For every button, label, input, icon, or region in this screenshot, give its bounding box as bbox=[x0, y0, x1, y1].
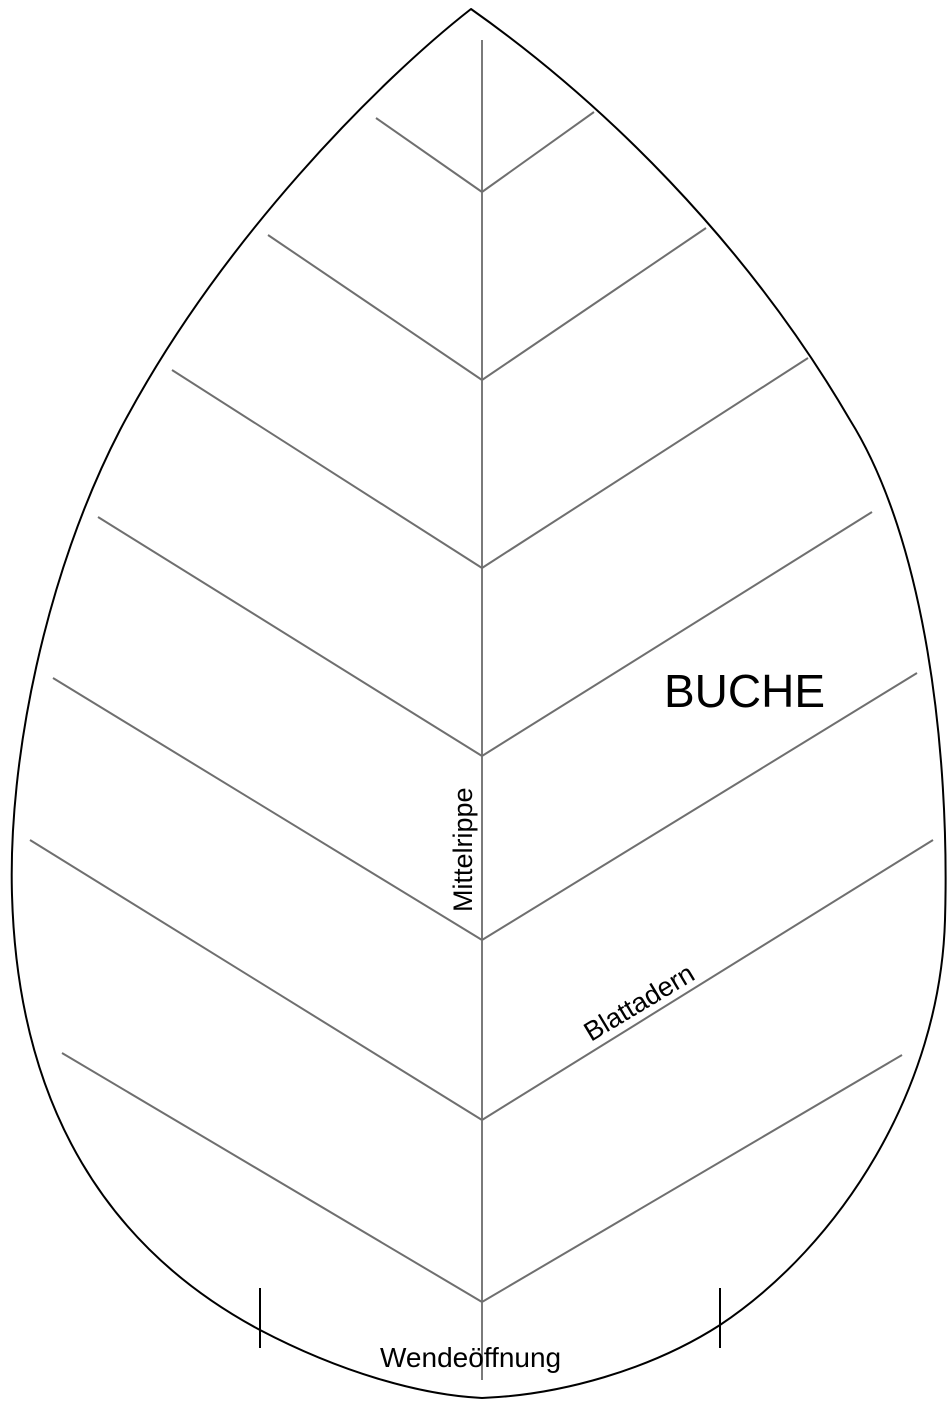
vein-left-2 bbox=[268, 235, 482, 380]
vein-left-6 bbox=[30, 840, 482, 1120]
leaf-name-label: BUCHE bbox=[664, 665, 825, 717]
vein-left-3 bbox=[172, 370, 482, 568]
vein-left-7 bbox=[62, 1053, 482, 1302]
vein-right-3 bbox=[482, 358, 808, 568]
left-veins bbox=[30, 118, 482, 1302]
vein-left-5 bbox=[53, 678, 482, 940]
midrib-label: Mittelrippe bbox=[448, 787, 478, 912]
vein-right-1 bbox=[482, 112, 594, 192]
vein-right-2 bbox=[482, 228, 706, 380]
veins-label: Blattadern bbox=[579, 958, 700, 1047]
vein-left-1 bbox=[376, 118, 482, 192]
vein-right-4 bbox=[482, 512, 872, 756]
vein-left-4 bbox=[98, 517, 482, 756]
turning-opening-label: Wendeöffnung bbox=[380, 1342, 561, 1373]
vein-right-7 bbox=[482, 1055, 902, 1302]
vein-right-6 bbox=[482, 840, 933, 1120]
